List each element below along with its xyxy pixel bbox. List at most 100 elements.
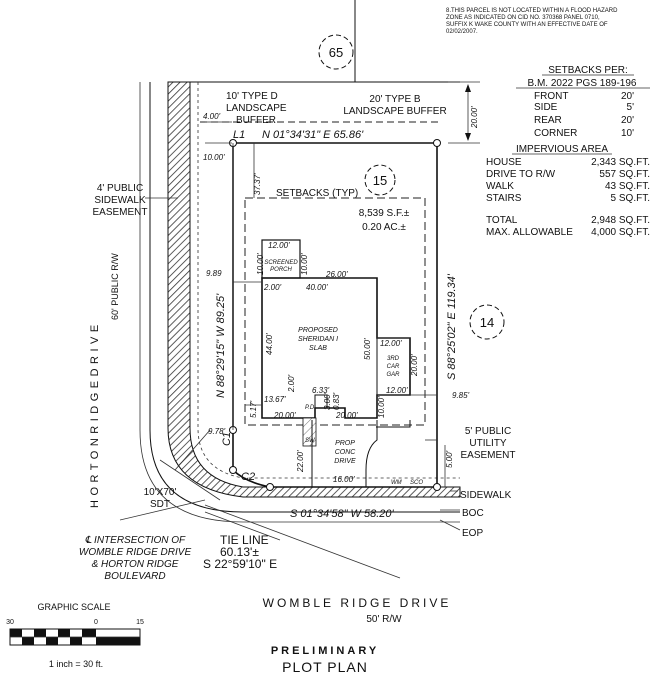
svg-text:BOC: BOC bbox=[462, 508, 484, 519]
svg-text:22.00': 22.00' bbox=[296, 450, 305, 473]
svg-text:EASEMENT: EASEMENT bbox=[92, 207, 147, 218]
svg-text:5' PUBLIC: 5' PUBLIC bbox=[465, 426, 511, 437]
c2-label: C2 bbox=[241, 471, 255, 483]
svg-text:50.00': 50.00' bbox=[363, 338, 372, 360]
south-bearing: S 01°34'58" W 58.20' bbox=[290, 508, 395, 520]
svg-text:557 SQ.FT.: 557 SQ.FT. bbox=[599, 169, 650, 180]
svg-text:LANDSCAPE BUFFER: LANDSCAPE BUFFER bbox=[343, 106, 446, 117]
womble-ridge-drive-label: WOMBLE RIDGE DRIVE bbox=[263, 596, 452, 610]
svg-text:IMPERVIOUS AREA: IMPERVIOUS AREA bbox=[516, 144, 608, 155]
svg-text:SLAB: SLAB bbox=[309, 345, 327, 352]
svg-text:9.78': 9.78' bbox=[208, 427, 226, 436]
svg-text:10' TYPE D: 10' TYPE D bbox=[226, 91, 278, 102]
svg-text:DRIVE: DRIVE bbox=[334, 458, 356, 465]
svg-text:SIDE: SIDE bbox=[534, 102, 558, 113]
dim-4: 4.00' bbox=[203, 112, 221, 121]
footer-preliminary: PRELIMINARY bbox=[271, 645, 379, 657]
lot-14-marker: 14 bbox=[469, 304, 505, 340]
svg-text:5 SQ.FT.: 5 SQ.FT. bbox=[611, 193, 650, 204]
svg-text:20.00': 20.00' bbox=[273, 411, 296, 420]
svg-text:ZONE AS INDICATED ON CID NO. 3: ZONE AS INDICATED ON CID NO. 370368 PANE… bbox=[446, 15, 600, 21]
l1-label: L1 bbox=[233, 129, 245, 141]
dimension-labels: 37.37' 12.00' 10.00' 10.00' 9.89 26.00' … bbox=[206, 173, 470, 484]
type-b-buffer-label: 20' TYPE B LANDSCAPE BUFFER bbox=[343, 94, 446, 117]
sdt-label-1: 10'X70' bbox=[144, 487, 177, 498]
svg-text:16.00': 16.00' bbox=[333, 475, 355, 484]
svg-text:10.00': 10.00' bbox=[300, 253, 309, 275]
svg-text:4' PUBLIC: 4' PUBLIC bbox=[97, 183, 143, 194]
horton-ridge-drive-label: HORTONRIDGEDRIVE bbox=[89, 320, 101, 508]
svg-text:CORNER: CORNER bbox=[534, 128, 577, 139]
svg-text:5': 5' bbox=[627, 102, 635, 113]
svg-text:℄ INTERSECTION OF: ℄ INTERSECTION OF bbox=[85, 535, 186, 546]
sdt-label-2: SDT bbox=[150, 499, 170, 510]
lot-65-marker: 65 bbox=[318, 34, 354, 70]
svg-text:8.THIS PARCEL IS NOT LOCATED W: 8.THIS PARCEL IS NOT LOCATED WITHIN A FL… bbox=[446, 8, 618, 14]
c1-label: C1 bbox=[221, 432, 233, 446]
sidewalk-easement-label: 4' PUBLIC SIDEWALK EASEMENT bbox=[92, 183, 147, 218]
svg-text:20.00': 20.00' bbox=[335, 411, 358, 420]
intersection-note: ℄ INTERSECTION OF WOMBLE RIDGE DRIVE & H… bbox=[79, 535, 192, 582]
svg-text:BUFFER: BUFFER bbox=[236, 115, 276, 126]
footer-plot-plan: PLOT PLAN bbox=[282, 659, 368, 675]
svg-text:4,000 SQ.FT.: 4,000 SQ.FT. bbox=[591, 227, 650, 238]
svg-text:S 22°59'10" E: S 22°59'10" E bbox=[203, 557, 277, 571]
svg-text:SIDEWALK: SIDEWALK bbox=[460, 490, 512, 501]
svg-text:EASEMENT: EASEMENT bbox=[460, 450, 515, 461]
svg-text:TOTAL: TOTAL bbox=[486, 215, 518, 226]
svg-text:UTILITY: UTILITY bbox=[469, 438, 507, 449]
svg-text:PROPOSED: PROPOSED bbox=[298, 327, 338, 334]
svg-text:40.00': 40.00' bbox=[306, 283, 328, 292]
svg-text:6.33': 6.33' bbox=[312, 386, 330, 395]
svg-text:SCO: SCO bbox=[410, 480, 423, 486]
north-bearing: N 01°34'31" E 65.86' bbox=[262, 129, 364, 141]
flood-note: 8.THIS PARCEL IS NOT LOCATED WITHIN A FL… bbox=[446, 8, 618, 35]
porch-label-2: PORCH bbox=[270, 267, 292, 273]
lot-area-ac: 0.20 AC.± bbox=[362, 222, 406, 233]
svg-text:60.13'±: 60.13'± bbox=[220, 545, 259, 559]
svg-text:5.17': 5.17' bbox=[249, 400, 258, 418]
sidewalk-lead bbox=[302, 417, 317, 447]
svg-text:14: 14 bbox=[480, 315, 494, 330]
setbacks-typ-label: SETBACKS (TYP) bbox=[276, 188, 358, 199]
svg-text:SUFFIX K WAKE COUNTY WITH AN E: SUFFIX K WAKE COUNTY WITH AN EFFECTIVE D… bbox=[446, 22, 608, 28]
svg-text:44.00': 44.00' bbox=[265, 333, 274, 355]
svg-text:FRONT: FRONT bbox=[534, 91, 568, 102]
womble-rw-label: 50' R/W bbox=[366, 614, 402, 625]
svg-text:30: 30 bbox=[6, 619, 14, 626]
west-bearing: N 88°29'15" W 89.25' bbox=[215, 293, 227, 398]
utility-easement-label: 5' PUBLIC UTILITY EASEMENT bbox=[460, 426, 515, 461]
svg-text:LANDSCAPE: LANDSCAPE bbox=[226, 103, 287, 114]
svg-text:15: 15 bbox=[373, 173, 387, 188]
garage-label-2: CAR bbox=[387, 364, 400, 370]
svg-text:HOUSE: HOUSE bbox=[486, 157, 522, 168]
svg-text:WOMBLE RIDGE DRIVE: WOMBLE RIDGE DRIVE bbox=[79, 547, 192, 558]
svg-text:9.85': 9.85' bbox=[452, 391, 470, 400]
svg-text:37.37': 37.37' bbox=[253, 173, 262, 195]
svg-text:12.00': 12.00' bbox=[380, 339, 402, 348]
svg-text:WM: WM bbox=[391, 480, 402, 486]
svg-text:10.00': 10.00' bbox=[256, 253, 265, 275]
east-bearing: S 88°25'02" E 119.34' bbox=[446, 273, 458, 380]
svg-text:STAIRS: STAIRS bbox=[486, 193, 522, 204]
svg-text:MAX. ALLOWABLE: MAX. ALLOWABLE bbox=[486, 227, 573, 238]
setback-line bbox=[244, 197, 426, 426]
svg-text:0: 0 bbox=[94, 619, 98, 626]
svg-text:10.00': 10.00' bbox=[377, 396, 386, 418]
svg-text:20': 20' bbox=[621, 91, 634, 102]
svg-text:3.00': 3.00' bbox=[323, 392, 332, 410]
house-label: PROPOSED SHERIDAN I SLAB bbox=[298, 327, 338, 352]
svg-text:2.00': 2.00' bbox=[263, 283, 282, 292]
svg-text:12.00': 12.00' bbox=[268, 241, 290, 250]
garage-label-1: 3RD bbox=[387, 356, 400, 362]
svg-text:26.00': 26.00' bbox=[325, 270, 348, 279]
svg-text:WALK: WALK bbox=[486, 181, 514, 192]
svg-text:PROP: PROP bbox=[335, 440, 355, 447]
svg-text:CONC: CONC bbox=[335, 449, 357, 456]
drive-label: PROP CONC DRIVE bbox=[334, 440, 356, 465]
svg-text:GRAPHIC SCALE: GRAPHIC SCALE bbox=[37, 602, 110, 612]
type-d-buffer-label: 10' TYPE D LANDSCAPE BUFFER bbox=[226, 91, 287, 126]
svg-text:13.67': 13.67' bbox=[264, 395, 286, 404]
svg-text:20.00': 20.00' bbox=[410, 354, 419, 377]
